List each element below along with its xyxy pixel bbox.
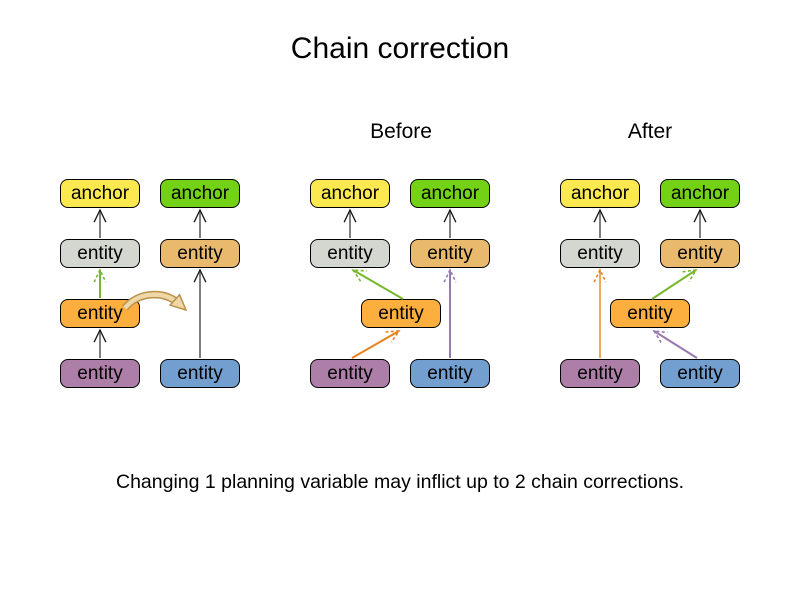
entity-box-purple: entity bbox=[60, 359, 140, 388]
entity-box-blue: entity bbox=[660, 359, 740, 388]
entity-box-orange: entity bbox=[610, 299, 690, 328]
anchor-box-yellow: anchor bbox=[560, 179, 640, 208]
entity-box-tan: entity bbox=[160, 239, 240, 268]
group-label-before: Before bbox=[370, 120, 432, 143]
entity-box-gray: entity bbox=[60, 239, 140, 268]
entity-box-gray: entity bbox=[310, 239, 390, 268]
entity-box-tan: entity bbox=[410, 239, 490, 268]
caption-text: Changing 1 planning variable may inflict… bbox=[116, 471, 684, 493]
entity-box-blue: entity bbox=[410, 359, 490, 388]
entity-box-blue: entity bbox=[160, 359, 240, 388]
anchor-box-yellow: anchor bbox=[310, 179, 390, 208]
anchor-box-yellow: anchor bbox=[60, 179, 140, 208]
entity-box-purple: entity bbox=[310, 359, 390, 388]
entity-box-gray: entity bbox=[560, 239, 640, 268]
entity-box-orange: entity bbox=[361, 299, 441, 328]
anchor-box-green: anchor bbox=[410, 179, 490, 208]
entity-box-orange: entity bbox=[60, 299, 140, 328]
entity-box-purple: entity bbox=[560, 359, 640, 388]
page-title: Chain correction bbox=[290, 32, 510, 65]
group-label-after: After bbox=[627, 120, 673, 143]
anchor-box-green: anchor bbox=[660, 179, 740, 208]
entity-box-tan: entity bbox=[660, 239, 740, 268]
anchor-box-green: anchor bbox=[160, 179, 240, 208]
